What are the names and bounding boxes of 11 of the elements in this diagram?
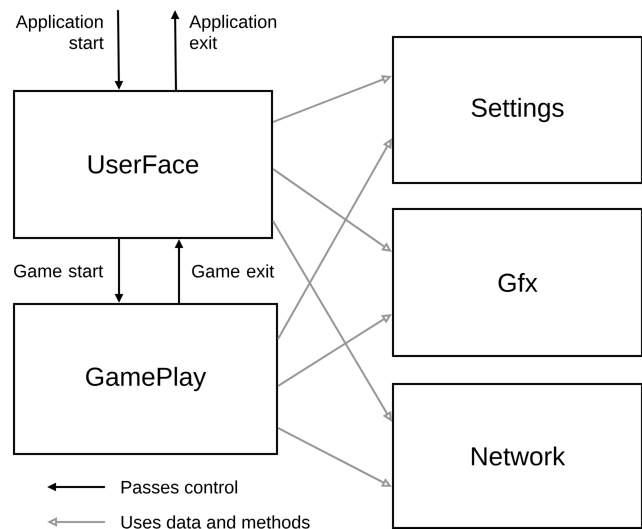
- edge-label: Game exit: [192, 264, 274, 278]
- module-box: Gfx: [392, 208, 642, 357]
- legend-label: Passes control: [122, 480, 238, 494]
- module-box: GamePlay: [13, 303, 278, 455]
- module-box: Network: [392, 383, 642, 529]
- edge-label: Game start: [14, 264, 104, 278]
- module-box: Settings: [392, 36, 642, 184]
- edge-label: Application start: [16, 14, 104, 50]
- legend-label: Uses data and methods: [122, 515, 310, 529]
- module-box: UserFace: [13, 90, 273, 239]
- edge-label: Application exit: [189, 14, 276, 50]
